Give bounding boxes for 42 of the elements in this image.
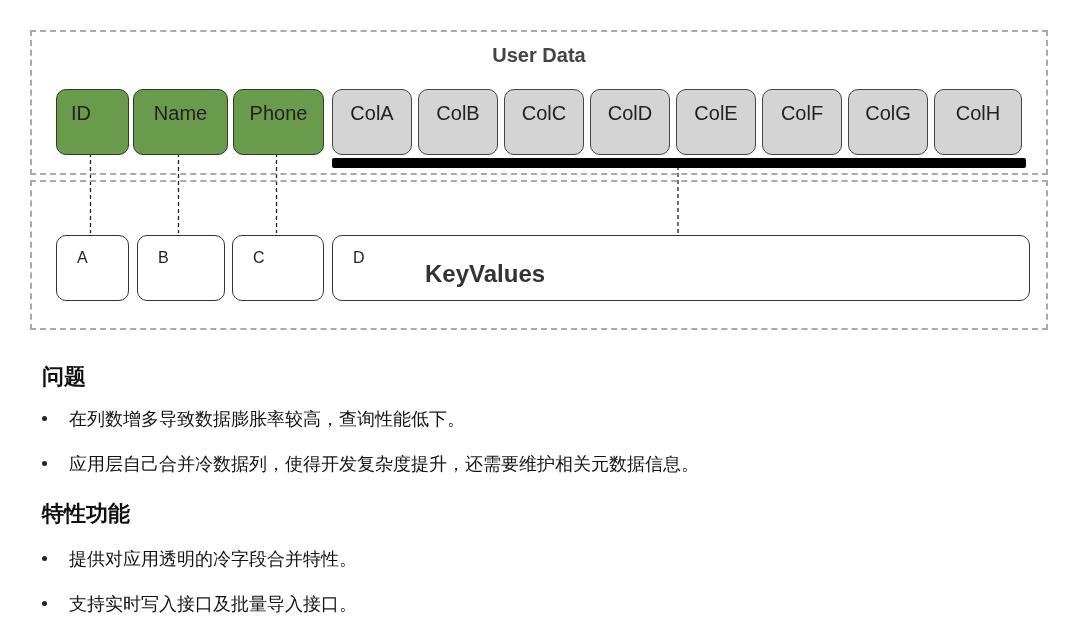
column-label: ColD <box>606 101 654 126</box>
column-box <box>848 89 928 155</box>
keyvalue-box <box>56 235 129 301</box>
column-label: Name <box>152 101 209 126</box>
bullet-text: 提供对应用透明的冷字段合并特性。 <box>69 547 357 571</box>
column-box <box>590 89 670 155</box>
column-label: ColA <box>349 101 395 126</box>
column-label: ColB <box>435 101 481 126</box>
column-box <box>676 89 756 155</box>
column-box <box>934 89 1022 155</box>
box-title: KeyValues <box>425 259 546 289</box>
box-label: A <box>77 248 88 268</box>
column-box <box>418 89 498 155</box>
column-label: ColG <box>864 101 912 126</box>
column-label: ColH <box>954 101 1002 126</box>
bullet-text: 支持实时写入接口及批量导入接口。 <box>69 592 357 616</box>
box-label: D <box>353 248 365 268</box>
section-heading: 特性功能 <box>42 500 130 528</box>
keyvalue-box <box>137 235 225 301</box>
keyvalue-box <box>332 235 1030 301</box>
column-label: ColE <box>693 101 739 126</box>
column-label: ID <box>71 101 91 126</box>
column-label: Phone <box>248 101 309 126</box>
section-heading: 问题 <box>42 363 86 391</box>
box-label: C <box>253 248 265 268</box>
column-box <box>504 89 584 155</box>
dashed-region <box>30 180 1048 330</box>
dashed-group <box>30 30 1048 175</box>
keyvalue-box <box>232 235 324 301</box>
column-box <box>133 89 228 155</box>
bracket-bar <box>332 158 1026 168</box>
column-label: ColF <box>779 101 825 126</box>
connector-line <box>677 165 679 234</box>
column-box <box>56 89 129 155</box>
bullet-text: 应用层自己合并冷数据列，使得开发复杂度提升，还需要维护相关元数据信息。 <box>69 452 699 476</box>
column-label: ColC <box>520 101 568 126</box>
column-box <box>762 89 842 155</box>
bullet-text: 在列数增多导致数据膨胀率较高，查询性能低下。 <box>69 407 465 431</box>
column-box <box>233 89 324 155</box>
box-label: B <box>158 248 169 268</box>
column-box <box>332 89 412 155</box>
group-title: User Data <box>491 43 587 68</box>
